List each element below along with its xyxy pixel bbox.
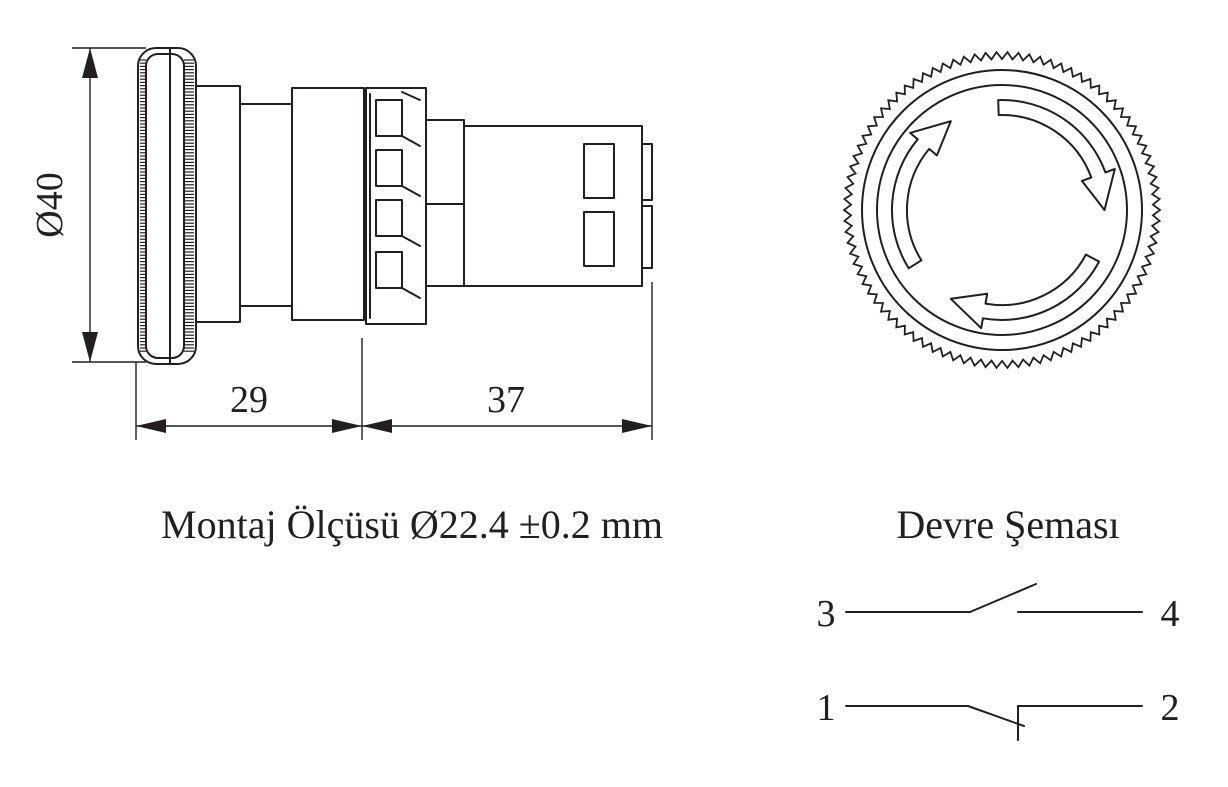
terminal-upper bbox=[641, 143, 653, 201]
nut-teeth bbox=[369, 91, 421, 319]
length-front-label: 29 bbox=[230, 379, 268, 421]
dimension-length: 29 37 bbox=[135, 282, 653, 440]
front-knurled-edge bbox=[842, 50, 1162, 370]
contact-window-upper bbox=[583, 143, 615, 199]
circuit-caption: Devre Şeması bbox=[896, 502, 1119, 547]
terminal-2-label: 2 bbox=[1161, 687, 1180, 729]
contact-block bbox=[463, 125, 643, 287]
front-outer-ring bbox=[861, 69, 1143, 351]
terminal-lower bbox=[641, 205, 653, 269]
arrow-head-down bbox=[82, 332, 98, 362]
length-rear-label: 37 bbox=[487, 379, 525, 421]
circuit-diagram: 3 4 1 2 bbox=[817, 583, 1180, 741]
terminal-4-label: 4 bbox=[1161, 593, 1180, 635]
arrow-head-up bbox=[82, 48, 98, 78]
mounting-caption: Montaj Ölçüsü Ø22.4 ±0.2 mm bbox=[161, 502, 663, 547]
side-view bbox=[137, 47, 653, 365]
contact-window-lower bbox=[583, 211, 615, 267]
mushroom-rim bbox=[145, 53, 185, 359]
rotation-arrows bbox=[890, 99, 1116, 330]
terminal-1-label: 1 bbox=[817, 687, 836, 729]
terminal-3-label: 3 bbox=[817, 593, 836, 635]
front-inner-ring bbox=[876, 84, 1128, 336]
normally-closed-contact: 1 2 bbox=[817, 687, 1180, 741]
diameter-label: Ø40 bbox=[29, 172, 71, 237]
neck bbox=[239, 103, 293, 307]
body bbox=[291, 87, 365, 321]
head-flange bbox=[195, 85, 241, 323]
head-knurling bbox=[140, 59, 194, 352]
dimension-diameter: Ø40 bbox=[29, 47, 146, 363]
normally-open-contact: 3 4 bbox=[817, 583, 1180, 635]
front-view bbox=[842, 50, 1162, 370]
